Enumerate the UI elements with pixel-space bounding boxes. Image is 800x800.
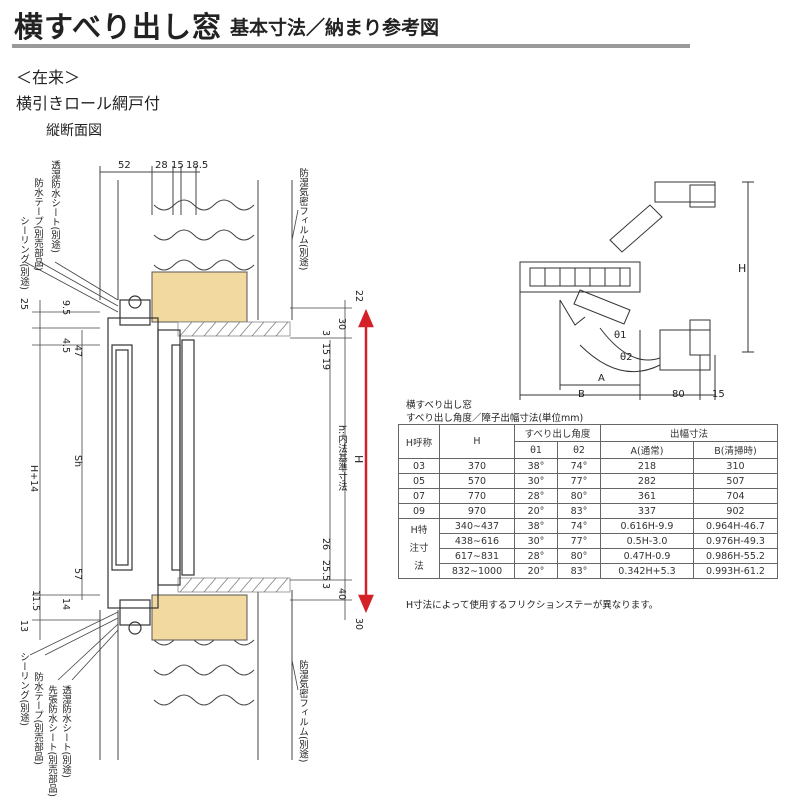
th-theta2: θ2: [557, 441, 601, 459]
view-label: 縦断面図: [46, 123, 102, 139]
th-width: 出幅寸法: [600, 424, 778, 442]
op-label-a: A: [598, 373, 605, 384]
th-hyoshou: H呼称: [398, 424, 440, 459]
dim-right-40: 40: [336, 588, 347, 601]
callout-film-bottom: 防湿気密フィルム(別途): [297, 660, 308, 763]
spec-table: H呼称 H すべり出し角度 出幅寸法 θ1 θ2 A(通常) B(清掃時) 03…: [398, 424, 778, 579]
callout-top-tape: 防水テープ(別売部品): [32, 178, 43, 271]
callout-bottom-prelaid: 先張防水シート(別売部品): [46, 685, 57, 797]
op-label-b: B: [578, 389, 585, 400]
page-subtitle: 基本寸法／納まり参考図: [230, 17, 440, 39]
dim-left-sh: Sh: [72, 455, 83, 468]
op-label-h: H: [738, 262, 747, 275]
callout-bottom-tape: 防水テープ(別売部品): [32, 672, 43, 765]
th-h: H: [439, 424, 515, 459]
option-label: 横引きロール網戸付: [16, 94, 161, 113]
dim-right-3b: 3: [320, 583, 331, 590]
callout-top-sealing: シーリング(別途): [18, 216, 29, 290]
dim-right-30: 30: [336, 318, 347, 331]
dim-right-19: 19: [320, 358, 331, 371]
op-label-15: 15: [712, 389, 725, 400]
dim-left-57: 57: [72, 568, 83, 581]
title-rule: [12, 44, 690, 48]
table-note: H寸法によって使用するフリクションステーが異なります。: [406, 600, 659, 611]
dim-left-47: 47: [72, 345, 83, 358]
dim-left-14: 14: [60, 598, 71, 611]
op-label-80: 80: [672, 389, 685, 400]
callout-top-sheet: 透湿防水シート(別途): [49, 160, 60, 253]
dim-top-52: 52: [118, 160, 131, 171]
op-label-theta1: θ1: [614, 330, 627, 341]
dim-right-30b: 30: [353, 618, 364, 631]
th-angle: すべり出し角度: [514, 424, 601, 442]
special-group-label: H特注寸法: [398, 518, 440, 579]
dim-left-9-5: 9.5: [60, 300, 71, 316]
callout-bottom-sheet: 透湿防水シート(別途): [60, 685, 71, 778]
th-a: A(通常): [600, 441, 694, 459]
table-caption-sub: すべり出し角度／障子出幅寸法(単位mm): [406, 413, 584, 424]
dim-h-inner-label: h:内法基準寸法: [336, 425, 347, 492]
th-theta1: θ1: [514, 441, 558, 459]
table-caption-title: 横すべり出し窓: [406, 400, 472, 411]
dim-top-28: 28: [155, 160, 168, 171]
th-b: B(清掃時): [693, 441, 778, 459]
dim-left-11-5: 11.5: [30, 590, 41, 612]
dim-right-25-5: 25.5: [320, 560, 331, 582]
dim-top-15: 15: [171, 160, 184, 171]
dim-h-label: H: [352, 455, 365, 464]
dim-left-25: 25: [18, 298, 29, 311]
page-title: 横すべり出し窓: [14, 10, 222, 44]
dim-right-3: 3: [320, 330, 331, 337]
height-arrow: [358, 308, 374, 614]
dim-left-13: 13: [18, 620, 29, 633]
dim-right-22: 22: [353, 290, 364, 303]
dim-right-26: 26: [320, 538, 331, 551]
dim-right-15: 15: [320, 343, 331, 356]
dim-top-18-5: 18.5: [186, 160, 209, 171]
dim-left-4-5: 4.5: [60, 338, 71, 354]
callout-film-top: 防湿気密フィルム(別途): [297, 168, 308, 271]
type-label: ＜在来＞: [16, 68, 81, 87]
op-label-theta2: θ2: [620, 352, 633, 363]
dim-left-h14: H+14: [28, 465, 39, 493]
callout-bottom-sealing: シーリング(別途): [18, 652, 29, 726]
